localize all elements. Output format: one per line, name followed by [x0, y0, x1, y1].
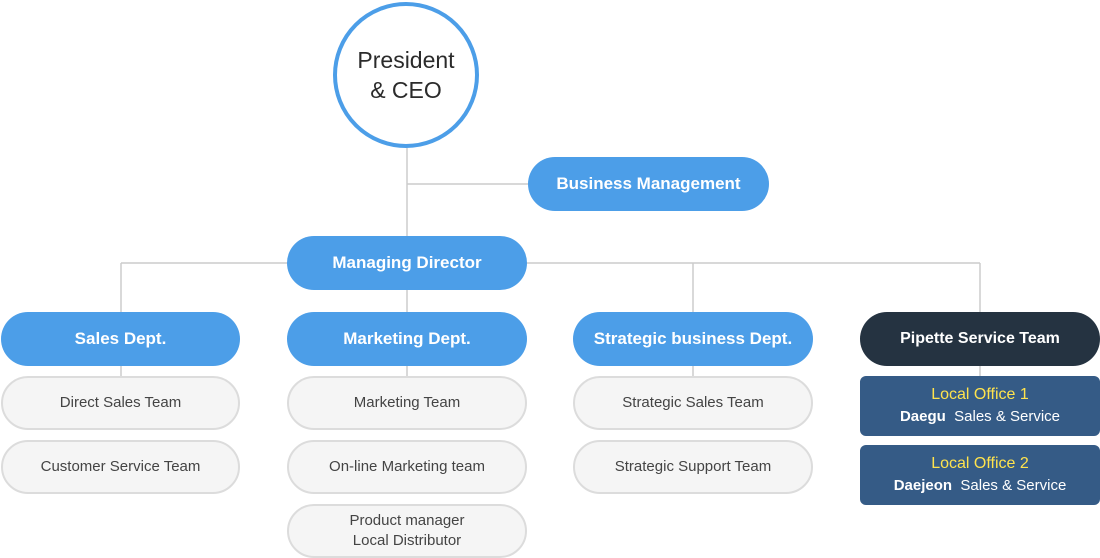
- product-manager-node: Product manager Local Distributor: [287, 504, 527, 558]
- strategic-dept-node: Strategic business Dept.: [573, 312, 813, 366]
- strategic-team-label: Strategic Sales Team: [622, 394, 764, 411]
- sales-team-node: Direct Sales Team: [1, 376, 240, 430]
- product-line2: Local Distributor: [352, 532, 462, 549]
- ceo-line1: President: [357, 47, 455, 73]
- marketing-dept-node: Marketing Dept.: [287, 312, 527, 366]
- strategic-dept-label: Strategic business Dept.: [593, 329, 793, 348]
- sales-team-label: Customer Service Team: [40, 458, 201, 475]
- office-city: Daegu: [899, 408, 946, 425]
- office-title: Local Office 1: [931, 386, 1029, 403]
- managing-director-node: Managing Director: [287, 236, 527, 290]
- president-ceo-node: President & CEO: [333, 2, 479, 148]
- business-management-label: Business Management: [556, 174, 741, 193]
- office-city: Daejeon: [893, 477, 953, 494]
- product-line1: Product manager: [349, 512, 465, 529]
- strategic-team-label: Strategic Support Team: [614, 458, 772, 475]
- strategic-team-node: Strategic Support Team: [573, 440, 813, 494]
- office-title: Local Office 2: [931, 455, 1029, 472]
- marketing-team-label: Marketing Team: [353, 394, 461, 411]
- managing-director-label: Managing Director: [332, 253, 482, 272]
- sales-team-node: Customer Service Team: [1, 440, 240, 494]
- local-office-node: Local Office 2 Daejeon Sales & Service: [860, 445, 1100, 505]
- business-management-node: Business Management: [528, 157, 769, 211]
- pipette-service-label: Pipette Service Team: [900, 330, 1060, 347]
- marketing-team-label: On-line Marketing team: [329, 458, 485, 475]
- strategic-team-node: Strategic Sales Team: [573, 376, 813, 430]
- sales-dept-node: Sales Dept.: [1, 312, 240, 366]
- sales-dept-label: Sales Dept.: [74, 329, 167, 348]
- office-desc: Sales & Service: [960, 477, 1067, 494]
- pipette-service-node: Pipette Service Team: [860, 312, 1100, 366]
- office-desc: Sales & Service: [954, 408, 1061, 425]
- marketing-dept-label: Marketing Dept.: [343, 329, 471, 348]
- local-office-node: Local Office 1 Daegu Sales & Service: [860, 376, 1100, 436]
- ceo-line2: & CEO: [370, 77, 442, 103]
- marketing-team-node: On-line Marketing team: [287, 440, 527, 494]
- marketing-team-node: Marketing Team: [287, 376, 527, 430]
- sales-team-label: Direct Sales Team: [59, 394, 182, 411]
